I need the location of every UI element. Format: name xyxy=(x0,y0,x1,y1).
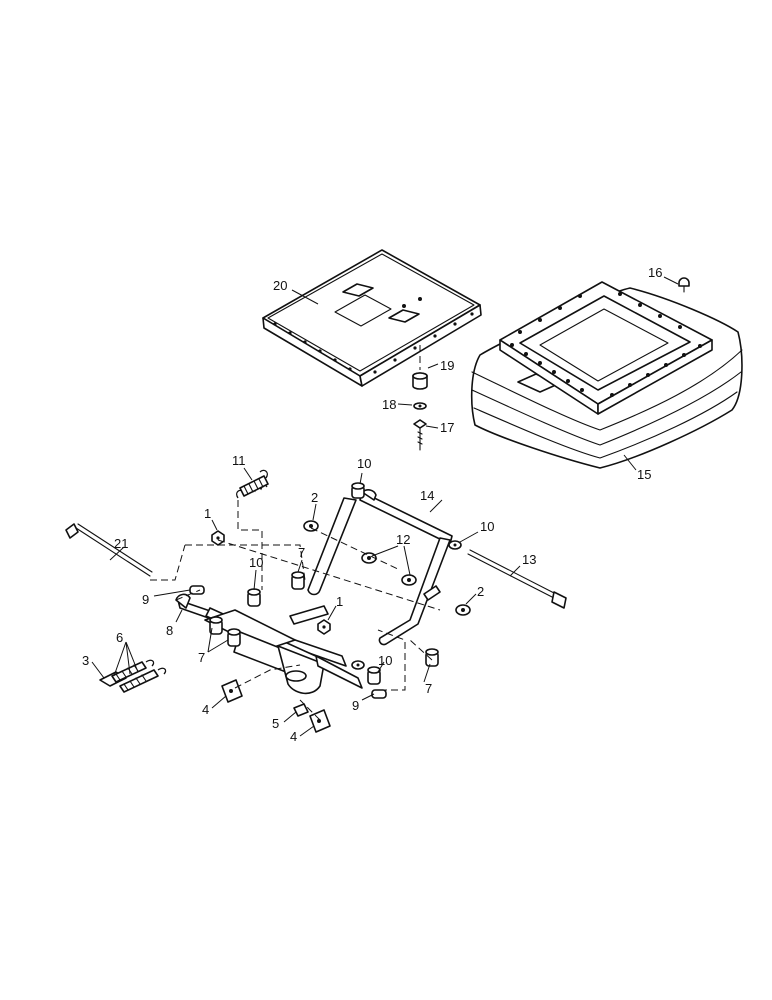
callout-7-left: 7 xyxy=(198,650,205,665)
bellows-top-frame xyxy=(499,281,713,415)
washer-4 xyxy=(455,604,471,616)
callout-10-top: 10 xyxy=(357,456,371,471)
lower-scissor-frame xyxy=(175,593,365,695)
callout-8: 8 xyxy=(166,623,173,638)
callout-4-right: 4 xyxy=(290,729,297,744)
callout-12: 12 xyxy=(396,532,410,547)
callout-labels: 20 16 19 18 17 15 11 10 14 2 1 21 7 12 1… xyxy=(82,265,662,744)
callout-1-lower: 1 xyxy=(336,594,343,609)
upper-u-frame xyxy=(307,489,462,646)
callout-17: 17 xyxy=(440,420,454,435)
long-bolt-left xyxy=(65,523,153,577)
bushing-7 xyxy=(367,666,381,685)
callout-9-right: 9 xyxy=(352,698,359,713)
callout-10-lower: 10 xyxy=(378,653,392,668)
callout-19: 19 xyxy=(440,358,454,373)
lower-springs xyxy=(99,659,167,693)
callout-9-left: 9 xyxy=(142,592,149,607)
pin-9b xyxy=(371,689,387,699)
bushing-4 xyxy=(209,616,223,635)
bushings xyxy=(209,482,439,685)
bushing-5 xyxy=(227,628,241,647)
plate-edge-holes xyxy=(273,312,474,374)
frame-bolt-holes xyxy=(510,292,702,397)
callout-18: 18 xyxy=(382,397,396,412)
callout-14: 14 xyxy=(420,488,434,503)
callout-2-lower: 2 xyxy=(477,584,484,599)
long-bolt-right xyxy=(467,549,567,609)
nut-1 xyxy=(211,530,225,546)
bushing-3 xyxy=(351,482,365,499)
bushing-2 xyxy=(247,588,261,607)
frame-screw xyxy=(678,277,690,293)
washer-2 xyxy=(361,552,377,564)
bushing-1 xyxy=(291,571,305,590)
callout-4-left: 4 xyxy=(202,702,209,717)
nut-2 xyxy=(317,619,331,635)
callout-16: 16 xyxy=(648,265,662,280)
assembly-lines xyxy=(150,500,441,721)
top-tension-spring xyxy=(236,469,269,499)
bushing-6 xyxy=(425,648,439,667)
callout-7-upper: 7 xyxy=(298,545,305,560)
callout-6: 6 xyxy=(116,630,123,645)
callout-3: 3 xyxy=(82,653,89,668)
leader-lines xyxy=(91,276,679,737)
callout-2-upper: 2 xyxy=(311,490,318,505)
callout-1-upper: 1 xyxy=(204,506,211,521)
plate-fastener-stack xyxy=(412,345,428,451)
washer-1 xyxy=(303,520,319,532)
nuts-and-washers xyxy=(189,520,471,699)
callout-21: 21 xyxy=(114,536,128,551)
callout-20: 20 xyxy=(273,278,287,293)
washer-3 xyxy=(401,574,417,586)
callout-7-right: 7 xyxy=(425,681,432,696)
callout-5: 5 xyxy=(272,716,279,731)
callout-10-right: 10 xyxy=(480,519,494,534)
callout-10-mid: 10 xyxy=(249,555,263,570)
callout-11: 11 xyxy=(232,453,246,468)
callout-15: 15 xyxy=(637,467,651,482)
callout-13: 13 xyxy=(522,552,536,567)
